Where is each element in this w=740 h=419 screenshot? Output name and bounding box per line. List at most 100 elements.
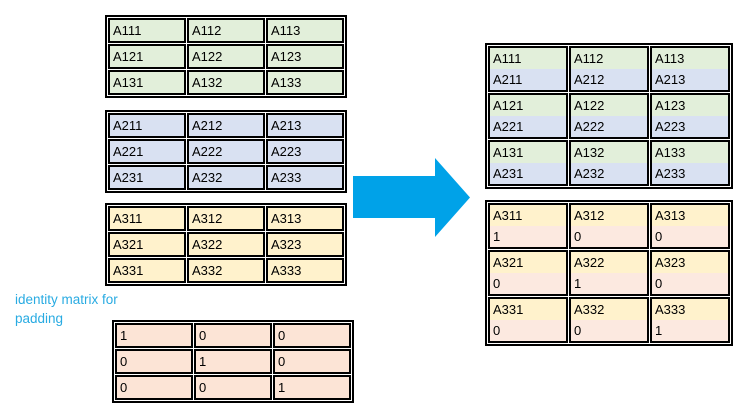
table-cell: A211 xyxy=(108,113,186,138)
table-cell-line: A112 xyxy=(571,48,647,69)
arrow-right-shape xyxy=(353,158,470,237)
table-cell: A332 xyxy=(187,258,265,283)
table-cell-line: 1 xyxy=(571,273,647,294)
table-cell-line: 0 xyxy=(571,226,647,247)
table-cell: A223 xyxy=(266,139,344,164)
table-cell: A313 xyxy=(266,206,344,231)
table-cell-line: A322 xyxy=(571,252,647,273)
table-cell-line: 1 xyxy=(652,320,728,341)
table-cell-line: A233 xyxy=(652,163,728,184)
table-cell-line: A232 xyxy=(571,163,647,184)
table-cell-line: 0 xyxy=(490,320,566,341)
table-cell-line: A333 xyxy=(652,299,728,320)
table-cell: A322 xyxy=(187,232,265,257)
table-cell: 0 xyxy=(115,349,193,374)
table-cell: 0 xyxy=(194,375,272,400)
table-cell: 1 xyxy=(115,323,193,348)
arrow-right-icon xyxy=(353,158,470,237)
table-cell-line: A213 xyxy=(652,69,728,90)
table-cell: A131 xyxy=(108,70,186,95)
table-cell: A323 xyxy=(266,232,344,257)
table-cell: A133 xyxy=(266,70,344,95)
table-cell: A321 xyxy=(108,232,186,257)
table-cell-line: A122 xyxy=(571,95,647,116)
table-cell-line: A312 xyxy=(571,205,647,226)
table-cell: A121 xyxy=(108,44,186,69)
table-cell-line: A231 xyxy=(490,163,566,184)
table-cell: A312 xyxy=(187,206,265,231)
table-cell: A311 xyxy=(108,206,186,231)
table-cell-line: 0 xyxy=(571,320,647,341)
table-cell: 0 xyxy=(115,375,193,400)
table-cell-line: A211 xyxy=(490,69,566,90)
table-cell-line: A131 xyxy=(490,142,566,163)
table-cell: 1 xyxy=(273,375,351,400)
table-cell-line: A313 xyxy=(652,205,728,226)
table-cell: 0 xyxy=(273,323,351,348)
table-cell-line: A332 xyxy=(571,299,647,320)
table-cell-line: A323 xyxy=(652,252,728,273)
table-cell: A222 xyxy=(187,139,265,164)
table-cell: A333 xyxy=(266,258,344,283)
table-cell: 0 xyxy=(194,323,272,348)
table-cell-line: A132 xyxy=(571,142,647,163)
table-cell-line: A113 xyxy=(652,48,728,69)
table-cell-line: A212 xyxy=(571,69,647,90)
table-cell: A111 xyxy=(108,18,186,43)
table-cell: A212 xyxy=(187,113,265,138)
table-cell: A112 xyxy=(187,18,265,43)
table-cell: A231 xyxy=(108,165,186,190)
table-cell-line: A133 xyxy=(652,142,728,163)
identity-matrix-label: identity matrix for padding xyxy=(15,292,118,326)
table-cell-line: A221 xyxy=(490,116,566,137)
table-cell: A113 xyxy=(266,18,344,43)
table-cell: A232 xyxy=(187,165,265,190)
table-cell-line: A111 xyxy=(490,48,566,69)
table-cell: 0 xyxy=(273,349,351,374)
table-cell-line: A311 xyxy=(490,205,566,226)
table-cell-line: A121 xyxy=(490,95,566,116)
table-cell: A233 xyxy=(266,165,344,190)
table-cell-line: A123 xyxy=(652,95,728,116)
table-cell: A331 xyxy=(108,258,186,283)
table-cell-line: A331 xyxy=(490,299,566,320)
table-cell: A122 xyxy=(187,44,265,69)
table-cell: A123 xyxy=(266,44,344,69)
table-cell: 1 xyxy=(194,349,272,374)
table-cell-line: 0 xyxy=(652,273,728,294)
table-cell: A221 xyxy=(108,139,186,164)
